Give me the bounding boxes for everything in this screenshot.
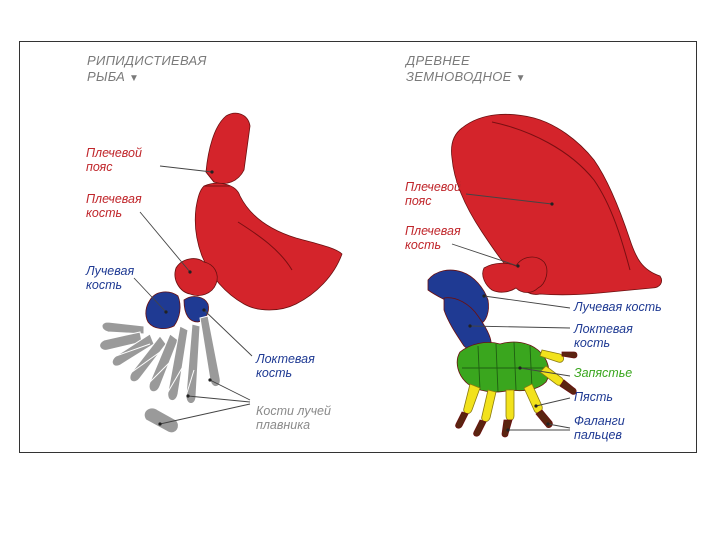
amphibian-wrist <box>456 341 550 393</box>
fish-heading-line1: РИПИДИСТИЕВАЯ <box>87 53 207 68</box>
amphibian-label-shoulder-girdle: Плечевой пояс <box>405 180 461 208</box>
fish-radius <box>145 291 181 330</box>
amphibian-shoulder-girdle <box>451 113 662 296</box>
down-triangle-icon: ▼ <box>129 73 140 84</box>
fish-ulna <box>183 296 209 323</box>
fish-shoulder-plate <box>194 182 343 311</box>
fish-fin-rays <box>99 315 221 434</box>
amphibian-phalanges <box>455 351 578 438</box>
amphibian-label-phalanges: Фаланги пальцев <box>574 414 625 442</box>
amphibian-limb-skeleton <box>427 113 662 438</box>
fish-heading-line2: РЫБА <box>87 69 126 84</box>
fish-label-fin-rays: Кости лучей плавника <box>256 404 331 432</box>
fish-label-humerus: Плечевая кость <box>86 192 142 220</box>
amphibian-humerus <box>482 256 548 293</box>
fish-label-radius: Лучевая кость <box>86 264 135 292</box>
fish-label-shoulder-girdle: Плечевой пояс <box>86 146 142 174</box>
amphibian-label-metacarpus: Пясть <box>574 390 613 404</box>
amphibian-heading-line1: ДРЕВНЕЕ <box>406 53 470 68</box>
fish-humerus <box>174 258 218 296</box>
fish-fin-skeleton <box>99 112 343 434</box>
amphibian-label-ulna: Локтевая кость <box>574 322 633 350</box>
amphibian-heading: ДРЕВНЕЕ ЗЕМНОВОДНОЕ ▼ <box>406 53 526 87</box>
down-triangle-icon: ▼ <box>515 73 526 84</box>
fish-label-ulna: Локтевая кость <box>256 352 315 380</box>
amphibian-label-wrist: Запястье <box>574 366 633 380</box>
amphibian-heading-line2: ЗЕМНОВОДНОЕ <box>406 69 512 84</box>
amphibian-label-humerus: Плечевая кость <box>405 224 461 252</box>
fish-shoulder-girdle <box>205 112 251 184</box>
amphibian-label-radius: Лучевая кость <box>574 300 662 314</box>
fish-heading: РИПИДИСТИЕВАЯ РЫБА ▼ <box>87 53 207 87</box>
